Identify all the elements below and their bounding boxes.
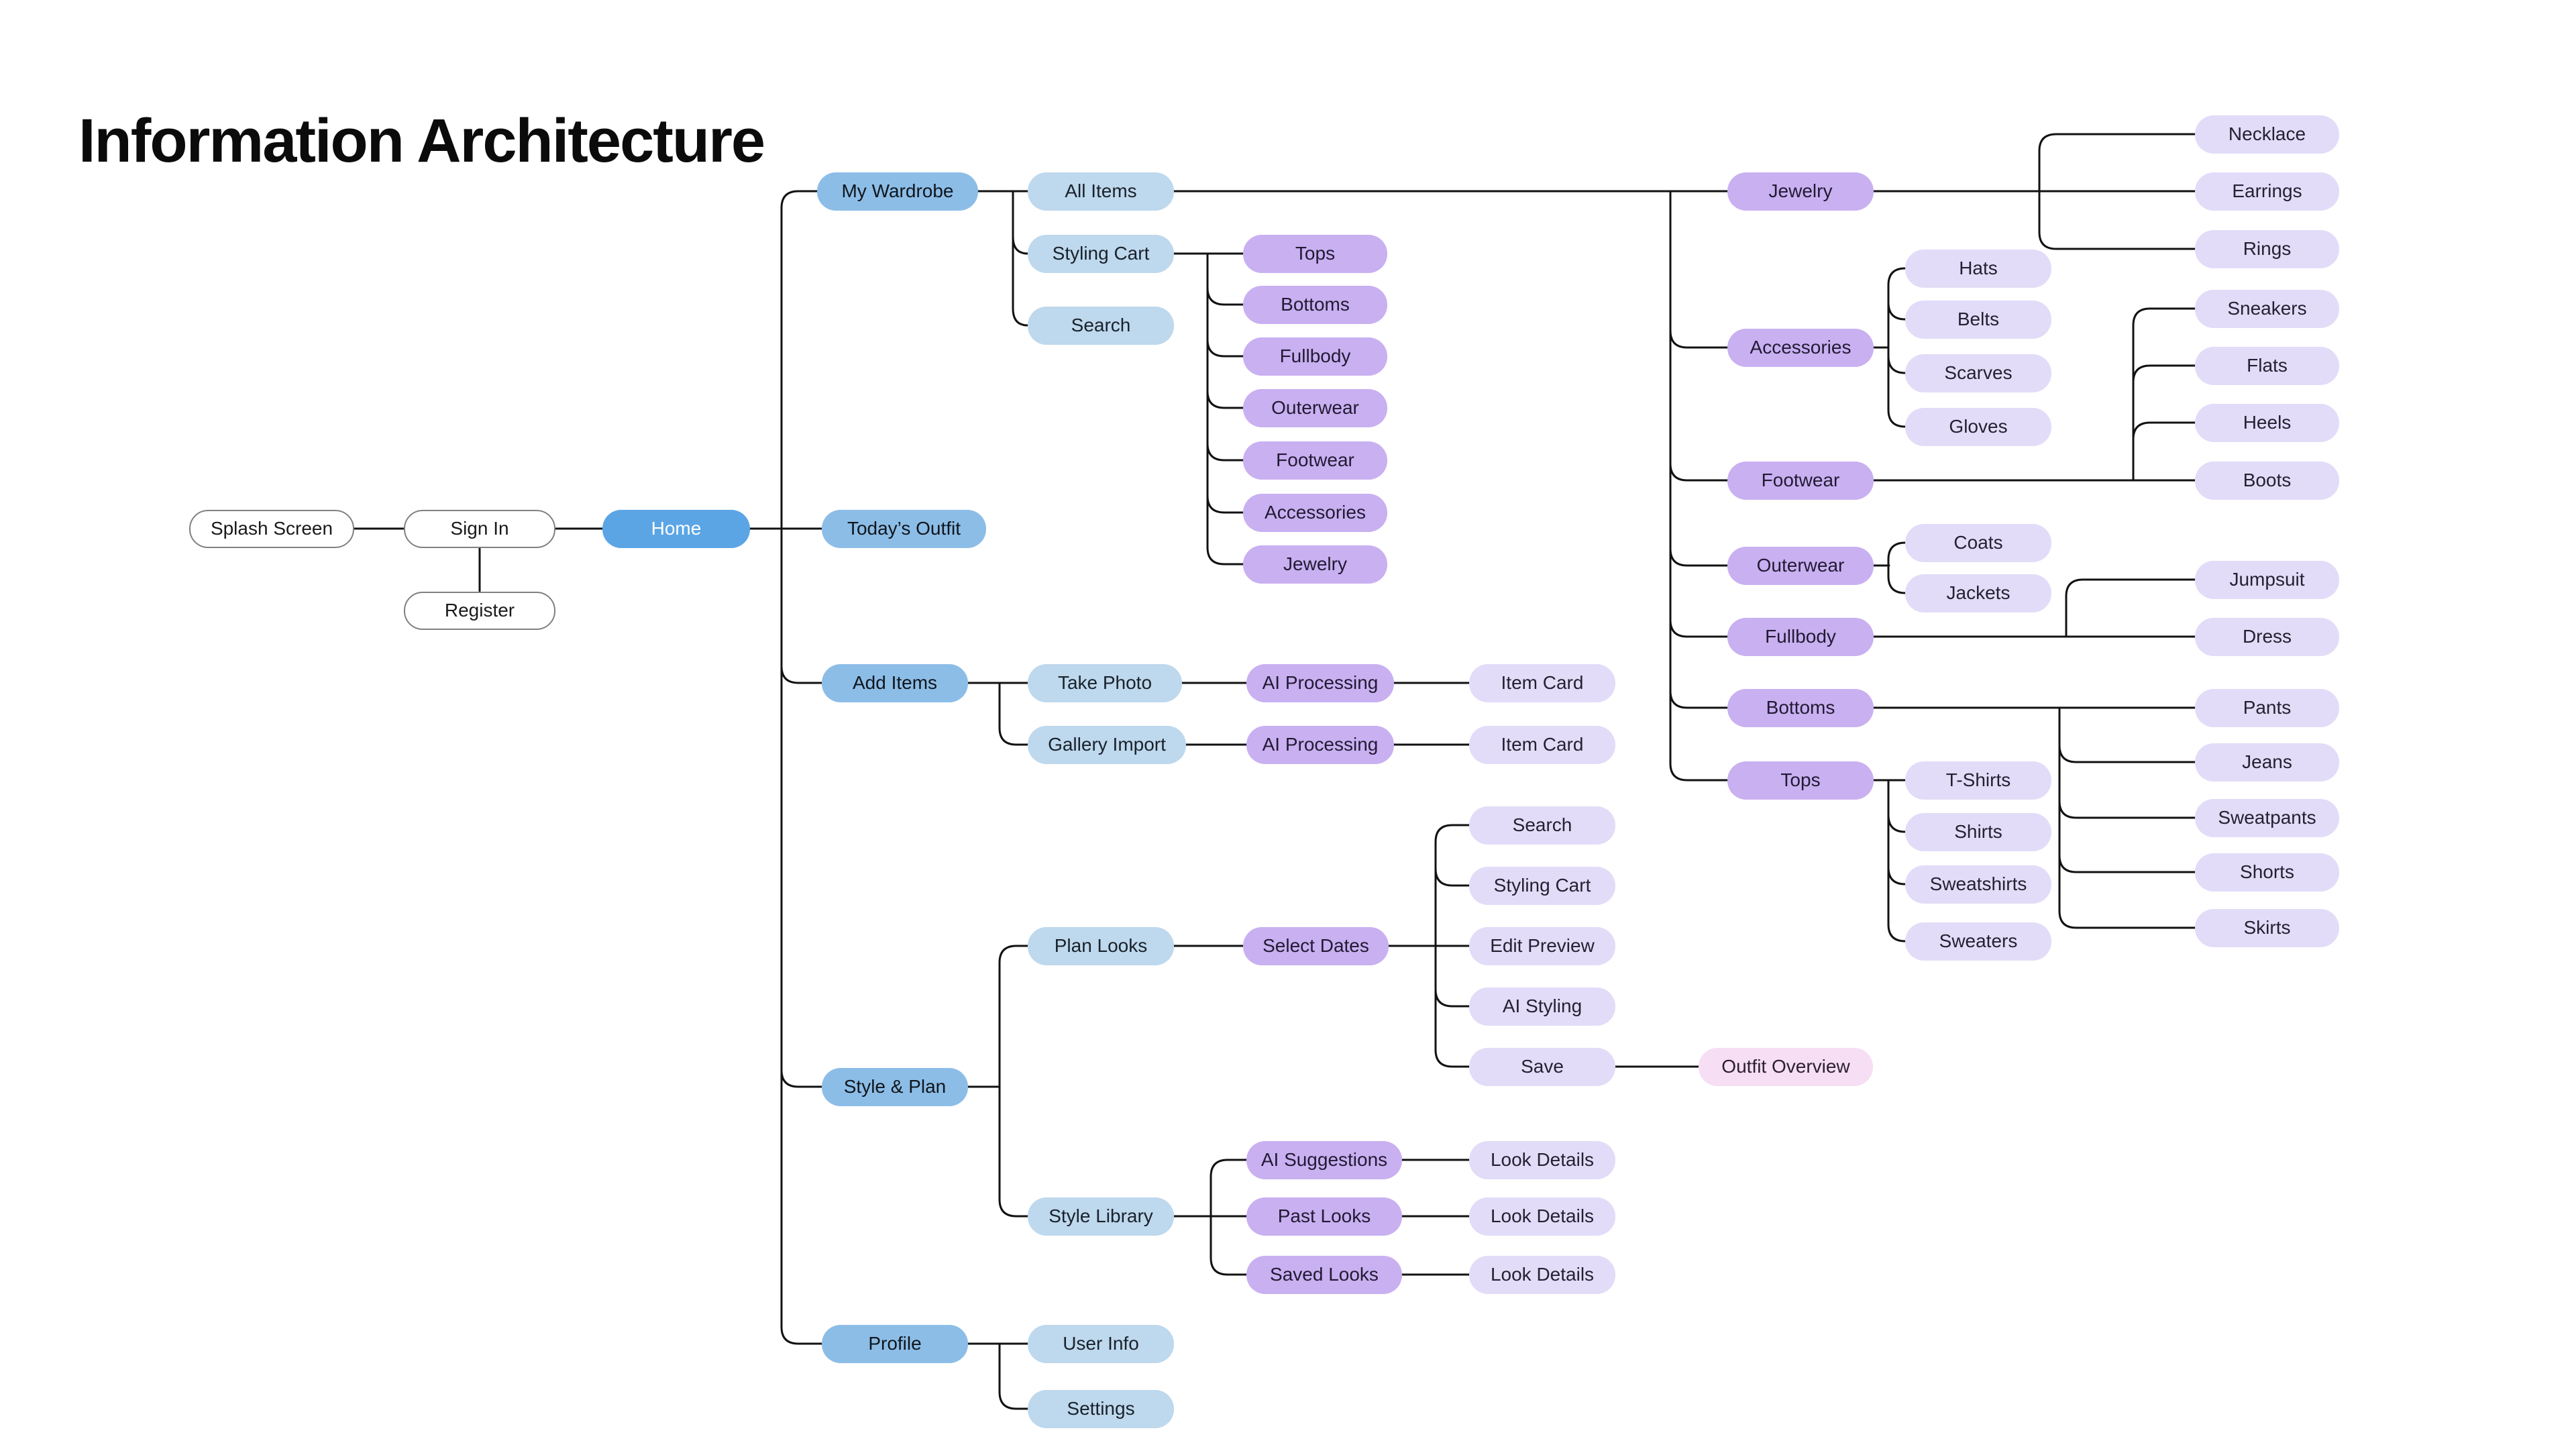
node-coats: Coats [1905,523,2051,562]
node-scarves: Scarves [1905,354,2051,392]
node-jumpsuit: Jumpsuit [2195,560,2339,599]
node-rings: Rings [2195,229,2339,268]
node-jeans: Jeans [2195,743,2339,782]
node-profile: Profile [822,1324,968,1363]
node-necklace: Necklace [2195,115,2339,154]
node-register: Register [404,591,555,630]
node-cart-outerwear: Outerwear [1243,388,1387,427]
node-ai-suggestions: AI Suggestions [1246,1140,1402,1179]
node-sign-in: Sign In [404,509,555,548]
node-past-looks: Past Looks [1246,1197,1402,1236]
node-cart-bottoms: Bottoms [1243,285,1387,324]
node-pants: Pants [2195,688,2339,727]
node-style-plan: Style & Plan [822,1067,968,1106]
node-shorts: Shorts [2195,853,2339,892]
node-add-items: Add Items [822,663,968,702]
node-footwear: Footwear [1727,461,1874,500]
node-saved-looks: Saved Looks [1246,1255,1402,1294]
node-sd-save: Save [1469,1047,1615,1086]
node-hats: Hats [1905,249,2051,288]
node-accessories: Accessories [1727,328,1874,367]
node-outfit-overview: Outfit Overview [1699,1047,1873,1086]
node-t-shirts: T-Shirts [1905,761,2051,800]
node-sweatshirts: Sweatshirts [1905,865,2051,904]
node-ai-processing-2: AI Processing [1246,725,1394,764]
node-sd-search: Search [1469,806,1615,845]
node-search: Search [1028,306,1174,345]
node-dress: Dress [2195,617,2339,656]
page-title: Information Architecture [78,106,765,175]
node-cart-footwear: Footwear [1243,441,1387,480]
node-sweatpants: Sweatpants [2195,798,2339,837]
node-settings: Settings [1028,1389,1174,1428]
node-sneakers: Sneakers [2195,289,2339,328]
node-jackets: Jackets [1905,574,2051,612]
node-bottoms: Bottoms [1727,688,1874,727]
node-ai-processing-1: AI Processing [1246,663,1394,702]
node-earrings: Earrings [2195,172,2339,211]
node-shirts: Shirts [1905,812,2051,851]
node-look-details-3: Look Details [1469,1255,1615,1294]
node-look-details-1: Look Details [1469,1140,1615,1179]
node-sweaters: Sweaters [1905,922,2051,961]
node-todays-outfit: Today’s Outfit [822,509,986,548]
node-heels: Heels [2195,403,2339,442]
node-outerwear: Outerwear [1727,546,1874,585]
node-look-details-2: Look Details [1469,1197,1615,1236]
node-sd-edit-preview: Edit Preview [1469,926,1615,965]
node-gloves: Gloves [1905,407,2051,446]
node-cart-jewelry: Jewelry [1243,545,1387,584]
node-gallery-import: Gallery Import [1028,725,1186,764]
node-item-card-1: Item Card [1469,663,1615,702]
node-select-dates: Select Dates [1243,926,1389,965]
node-tops: Tops [1727,761,1874,800]
node-user-info: User Info [1028,1324,1174,1363]
node-all-items: All Items [1028,172,1174,211]
node-sd-ai-styling: AI Styling [1469,987,1615,1026]
node-sd-styling-cart: Styling Cart [1469,866,1615,905]
node-boots: Boots [2195,461,2339,500]
node-jewelry: Jewelry [1727,172,1874,211]
node-belts: Belts [1905,300,2051,339]
node-cart-fullbody: Fullbody [1243,337,1387,376]
node-my-wardrobe: My Wardrobe [817,172,978,211]
node-style-library: Style Library [1028,1197,1174,1236]
node-styling-cart: Styling Cart [1028,234,1174,273]
node-skirts: Skirts [2195,908,2339,947]
node-flats: Flats [2195,346,2339,385]
node-plan-looks: Plan Looks [1028,926,1174,965]
node-cart-tops: Tops [1243,234,1387,273]
node-splash-screen: Splash Screen [189,509,354,548]
node-home: Home [602,509,750,548]
node-take-photo: Take Photo [1028,663,1182,702]
node-item-card-2: Item Card [1469,725,1615,764]
node-fullbody: Fullbody [1727,617,1874,656]
node-cart-accessories: Accessories [1243,493,1387,532]
